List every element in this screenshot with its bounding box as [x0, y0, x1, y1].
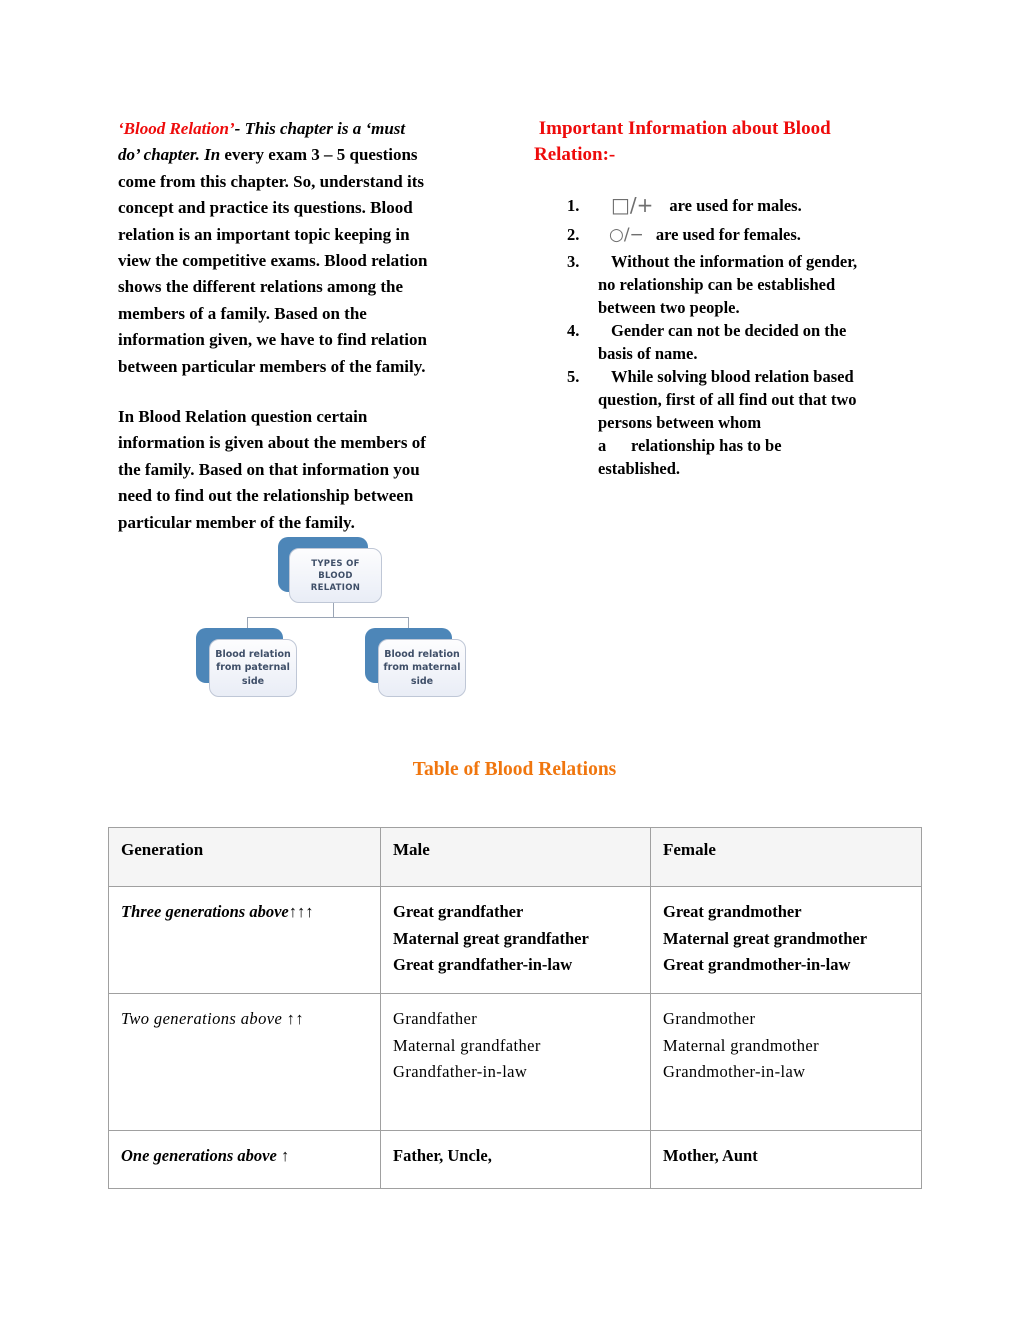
generation-cell: Three generations above↑↑↑ [108, 886, 381, 994]
connector-line [333, 603, 334, 618]
second-paragraph: In Blood Relation question certain infor… [118, 407, 426, 532]
item-number: 1. [567, 196, 580, 215]
intro-body-text: every exam 3 – 5 questions come from thi… [118, 145, 428, 376]
intro-italic-text: - This chapter is a ‘must do’ chapter. I… [118, 119, 406, 165]
intro-paragraph: ‘Blood Relation’- This chapter is a ‘mus… [118, 116, 493, 380]
connector-line [247, 617, 248, 629]
female-cell: Grandmother Maternal grandmother Grandmo… [650, 993, 922, 1131]
item-content: ○/− are used for females. [598, 220, 934, 250]
diagram-maternal-node: Blood relation from maternal side [378, 639, 466, 697]
table-row: Three generations above↑↑↑ Great grandfa… [108, 886, 922, 994]
list-item: 5. While solving blood relation based qu… [534, 365, 934, 480]
item-text: are used for males. [669, 196, 802, 215]
column-header-generation: Generation [108, 827, 381, 887]
item-number: 5. [567, 367, 580, 386]
table-row: Two generations above ↑↑ Grandfather Mat… [108, 993, 922, 1131]
item-text: are used for females. [655, 225, 801, 244]
item-text: Without the information of gender, no re… [598, 252, 858, 317]
item-number: 4. [567, 321, 580, 340]
item-number: 2. [567, 225, 580, 244]
item-number: 3. [567, 252, 580, 271]
diagram-root-node: TYPES OF BLOOD RELATION [289, 548, 382, 603]
column-header-male: Male [380, 827, 651, 887]
male-symbols-icon: □/+ [611, 193, 654, 217]
column-header-female: Female [650, 827, 922, 887]
item-text: Gender can not be decided on the basis o… [598, 321, 847, 363]
list-item: 2. ○/− are used for females. [534, 220, 934, 250]
diagram-paternal-node: Blood relation from paternal side [209, 639, 297, 697]
important-info-section: Important Information about Blood Relati… [534, 116, 934, 480]
female-symbols-icon: ○/− [609, 225, 644, 245]
list-item: 3. Without the information of gender, no… [534, 250, 934, 319]
table-header-row: Generation Male Female [108, 827, 922, 887]
male-cell: Father, Uncle, [380, 1130, 651, 1189]
info-heading: Important Information about Blood Relati… [534, 118, 831, 165]
list-item: 1. □/+ are used for males. [534, 191, 934, 220]
item-content: □/+ are used for males. [598, 191, 934, 220]
blood-relations-table: Generation Male Female Three generations… [108, 827, 922, 1189]
generation-cell: One generations above ↑ [108, 1130, 381, 1189]
table-row: One generations above ↑ Father, Uncle, M… [108, 1130, 922, 1189]
chapter-title-text: ‘Blood Relation’ [118, 119, 235, 138]
table-title: Table of Blood Relations [412, 759, 617, 780]
connector-line [408, 617, 409, 629]
list-item: 4. Gender can not be decided on the basi… [534, 319, 934, 365]
male-cell: Grandfather Maternal grandfather Grandfa… [380, 993, 651, 1131]
female-cell: Mother, Aunt [650, 1130, 922, 1189]
female-cell: Great grandmother Maternal great grandmo… [650, 886, 922, 994]
item-text: While solving blood relation based quest… [598, 367, 857, 478]
info-list: 1. □/+ are used for males. 2. ○/− are used… [534, 191, 934, 480]
generation-cell: Two generations above ↑↑ [108, 993, 381, 1131]
connector-line [247, 617, 409, 618]
male-cell: Great grandfather Maternal great grandfa… [380, 886, 651, 994]
